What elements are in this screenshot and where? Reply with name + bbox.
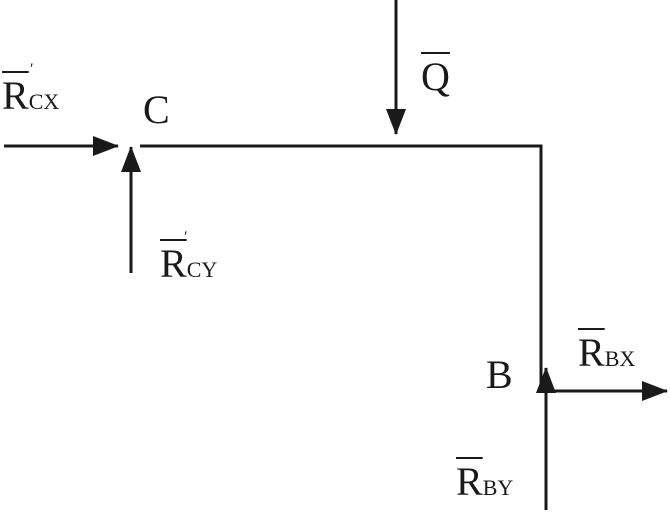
force-subscript: CX: [28, 89, 60, 114]
force-label-rby: RBY: [456, 462, 513, 502]
force-symbol: Q: [421, 54, 450, 99]
bent-member: [140, 144, 543, 388]
point-c-label: C: [143, 87, 170, 132]
force-symbol: R: [2, 73, 29, 118]
force-symbol: R: [456, 459, 483, 504]
force-prime-rcx: ′: [30, 61, 34, 78]
force-subscript: CY: [186, 257, 218, 282]
point-b-label: B: [486, 352, 513, 397]
force-symbol: R: [578, 330, 605, 375]
force-symbol: R: [160, 241, 187, 286]
force-label-rcx-prime: RCX: [2, 76, 59, 116]
force-subscript: BY: [482, 475, 514, 500]
force-subscript: BX: [604, 346, 636, 371]
force-label-rcy-prime: RCY: [160, 244, 217, 284]
force-label-rbx: RBX: [578, 333, 635, 373]
force-prime-rcy: ′: [184, 229, 188, 246]
force-label-q: Q: [421, 57, 450, 97]
